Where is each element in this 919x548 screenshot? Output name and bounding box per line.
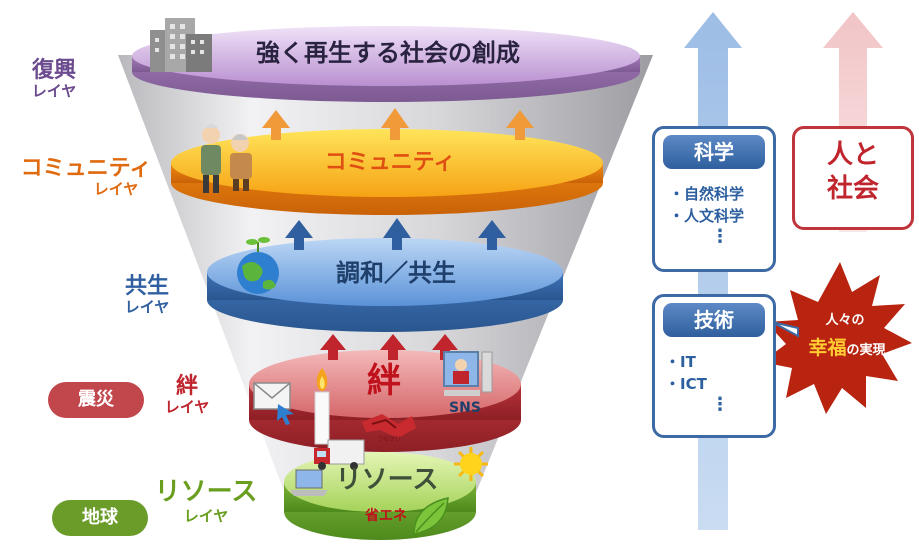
up-arrows-blue xyxy=(285,218,506,250)
science-title: 科学 xyxy=(663,135,765,169)
resource-layer-name: リソース xyxy=(154,477,258,507)
kyosei-layer-name: 共生 xyxy=(124,274,169,299)
resource-layer-suffix: レイヤ xyxy=(183,506,229,525)
science-item-2: ・人文科学 xyxy=(669,207,745,225)
kizuna-layer-suffix: レイヤ xyxy=(164,398,210,417)
up-arrows-orange xyxy=(262,108,534,140)
kizuna-disk-label: 絆 xyxy=(367,361,401,401)
svg-text:つながり: つながり xyxy=(377,435,401,443)
fukko-layer-suffix: レイヤ xyxy=(31,82,77,101)
happiness-line: 幸福の実現 xyxy=(782,337,912,360)
kyosei-disk-label: 調和／共生 xyxy=(336,259,456,287)
truck-icon xyxy=(314,439,365,470)
candle-icon xyxy=(314,368,330,445)
shinsai-tag: 震災 xyxy=(48,382,144,418)
technology-item-2: ・ICT xyxy=(665,375,707,393)
kizuna-sns-label: SNS xyxy=(449,400,481,416)
earth-sprout-icon xyxy=(237,237,279,294)
sun-icon xyxy=(454,447,488,481)
handshake-icon: つながり xyxy=(362,414,416,443)
happiness-rest: の実現 xyxy=(846,343,886,358)
resource-layer-label: リソース レイヤ xyxy=(150,477,262,525)
community-disk xyxy=(171,129,603,197)
computer-user-icon xyxy=(443,351,493,396)
people-line2: 社会 xyxy=(826,174,879,204)
community-layer-name: コミュニティ xyxy=(20,156,152,181)
elderly-couple-icon xyxy=(201,124,252,193)
technology-more: ⋮ xyxy=(711,394,729,415)
people-society-arrow xyxy=(823,12,883,232)
kyosei-disk xyxy=(207,238,563,306)
kyosei-layer-label: 共生 レイヤ xyxy=(112,274,182,317)
technology-box: 技術 ・IT ・ICT ⋮ xyxy=(652,294,776,438)
fukko-disk-label: 強く再生する社会の創成 xyxy=(256,39,520,67)
community-layer-label: コミュニティ レイヤ xyxy=(6,156,166,199)
fukko-disk xyxy=(132,26,640,86)
resource-disk-label: リソース xyxy=(335,465,439,495)
science-item-1: ・自然科学 xyxy=(669,185,745,203)
community-layer-suffix: レイヤ xyxy=(93,180,139,199)
resource-sub-label: 省エネ xyxy=(365,508,407,524)
happiness-highlight: 幸福 xyxy=(808,337,847,359)
technology-pointer xyxy=(771,321,799,338)
kyosei-layer-suffix: レイヤ xyxy=(124,298,170,317)
fukko-layer-name: 復興 xyxy=(31,58,76,83)
kizuna-layer-label: 絆 レイヤ xyxy=(152,374,222,417)
mail-icon xyxy=(253,382,294,425)
resource-disk xyxy=(284,452,476,512)
technology-item-1: ・IT xyxy=(665,353,696,371)
fukko-layer-label: 復興 レイヤ xyxy=(24,58,84,101)
laptop-icon xyxy=(290,469,328,496)
science-box: 科学 ・自然科学 ・人文科学 ⋮ xyxy=(652,126,776,272)
happiness-starburst xyxy=(762,262,912,414)
buildings-icon xyxy=(150,18,212,72)
community-disk-label: コミュニティ xyxy=(324,150,456,175)
kizuna-layer-name: 絆 xyxy=(175,374,198,399)
technology-title: 技術 xyxy=(663,303,765,337)
people-line1: 人と xyxy=(826,140,879,170)
science-more: ⋮ xyxy=(711,226,729,247)
chikyu-tag: 地球 xyxy=(52,500,148,536)
happiness-top: 人々の xyxy=(825,313,865,328)
leaf-icon xyxy=(413,497,449,535)
people-society-box: 人と 社会 xyxy=(792,126,914,230)
up-arrows-red xyxy=(320,334,458,360)
